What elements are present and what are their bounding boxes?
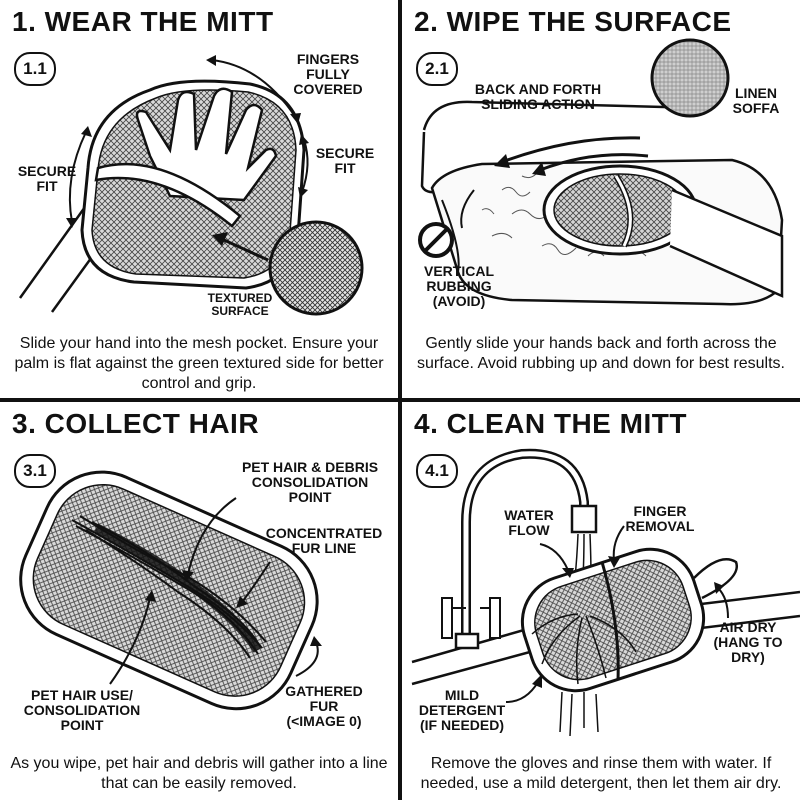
horizontal-divider (0, 398, 800, 402)
panel-title: 2. WIPE THE SURFACE (414, 6, 732, 37)
caption: As you wipe, pet hair and debris will ga… (10, 755, 388, 792)
sofa-wiping-illustration (418, 38, 784, 306)
panel-title: 1. WEAR THE MITT (12, 6, 274, 37)
label-secure-fit-left: SECURE FIT (17, 163, 77, 194)
water-splash (531, 613, 637, 685)
label-mild-detergent: MILD DETERGENT (IF NEEDED) (418, 687, 506, 733)
panel-title: 4. CLEAN THE MITT (414, 408, 687, 439)
panel-clean-the-mitt: 4. CLEAN THE MITT 4.1 WATER FLOW FINGER … (402, 402, 800, 800)
panel-title: 3. COLLECT HAIR (12, 408, 260, 439)
label-vertical-rubbing: VERTICAL RUBBING (AVOID) (424, 263, 494, 309)
label-fur-line: CONCENTRATED FUR LINE (265, 525, 383, 556)
caption: Remove the gloves and rinse them with wa… (420, 755, 782, 792)
label-textured-surface: TEXTURED SURFACE (207, 291, 273, 318)
caption: Gently slide your hands back and forth a… (417, 335, 785, 372)
hair-collection-illustration (19, 470, 322, 711)
label-gathered-fur: GATHERED FUR (<IMAGE 0) (285, 683, 363, 729)
label-linen-sofa: LINEN SOFFA (732, 85, 780, 116)
step-badge: 4.1 (416, 454, 458, 488)
step-badge: 3.1 (14, 454, 56, 488)
label-water-flow: WATER FLOW (504, 507, 554, 538)
step-badge: 2.1 (416, 52, 458, 86)
label-sliding-action: BACK AND FORTH SLIDING ACTION (474, 81, 602, 112)
label-secure-fit-right: SECURE FIT (315, 145, 375, 176)
label-debris-point: PET HAIR & DEBRIS CONSOLIDATION POINT (241, 459, 379, 505)
panel-collect-hair: 3. COLLECT HAIR 3.1 PET HAIR & DEBRIS CO… (0, 402, 398, 800)
label-finger-removal: FINGER REMOVAL (625, 503, 695, 534)
label-air-dry: AIR DRY (HANG TO DRY) (713, 619, 783, 665)
panel-wipe-the-surface: 2. WIPE THE SURFACE 2.1 BACK AND FORTH S… (402, 0, 800, 398)
caption: Slide your hand into the mesh pocket. En… (14, 335, 384, 392)
rinsing-illustration (411, 448, 800, 737)
label-pet-hair-use: PET HAIR USE/ CONSOLIDATION POINT (23, 687, 141, 733)
step-badge: 1.1 (14, 52, 56, 86)
mitt-on-hand-illustration (18, 55, 364, 316)
panel-wear-the-mitt: 1. WEAR THE MITT 1.1 FINGERS FULLY COVER… (0, 0, 398, 398)
label-fingers-covered: FINGERS FULLY COVERED (293, 51, 363, 97)
